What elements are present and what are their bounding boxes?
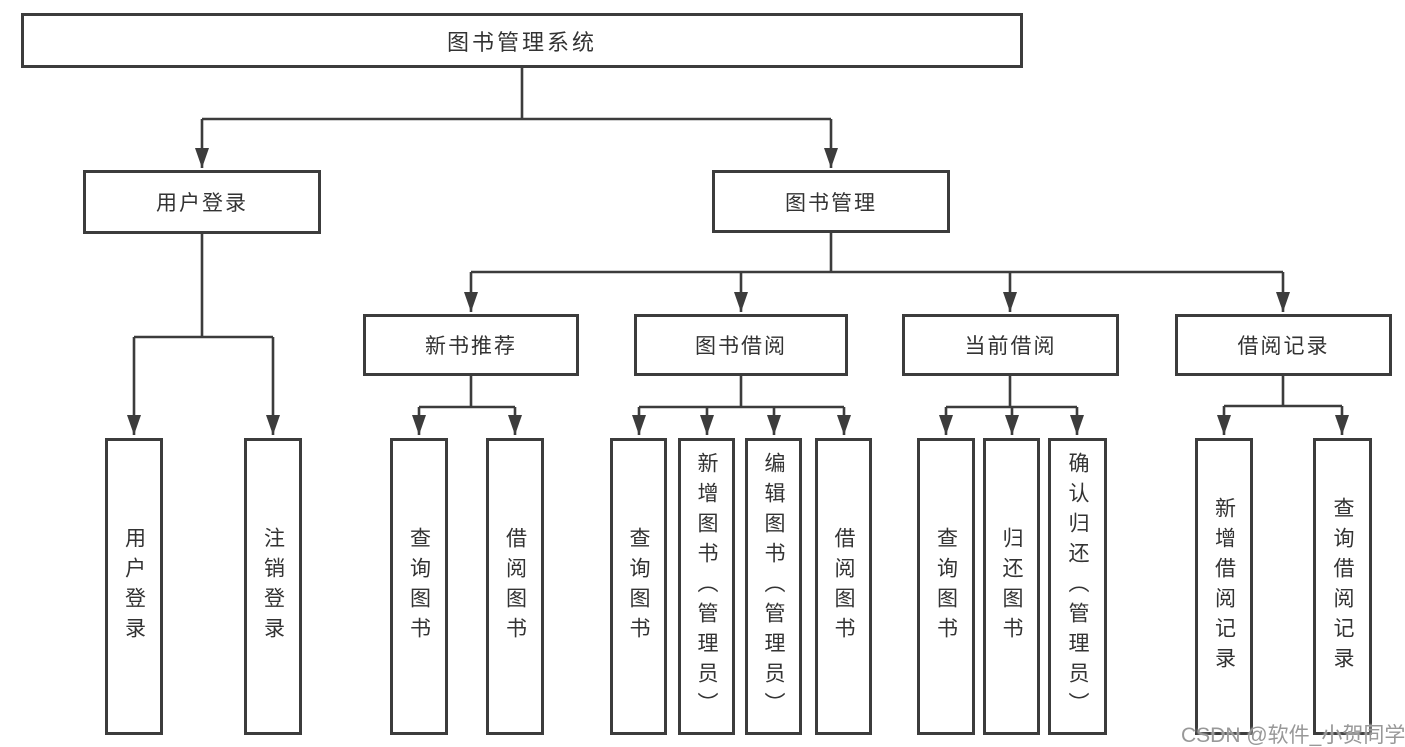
leaf-borrowing-query: 查询图书	[610, 438, 667, 735]
node-book-borrowing-label: 图书借阅	[695, 335, 787, 358]
leaf-newbooks-borrow-label: 借阅图书	[503, 526, 527, 647]
node-current-borrowing-label: 当前借阅	[964, 335, 1057, 358]
leaf-records-query-label: 查询借阅记录	[1331, 496, 1354, 677]
leaf-logout-label: 注销登录	[261, 526, 285, 647]
node-root: 图书管理系统	[21, 13, 1023, 68]
leaf-borrowing-add-admin: 新增图书（管理员）	[678, 438, 735, 735]
node-book-borrowing: 图书借阅	[634, 314, 848, 376]
leaf-current-confirm-admin-label: 确认归还（管理员）	[1066, 451, 1089, 722]
leaf-newbooks-borrow: 借阅图书	[486, 438, 544, 735]
leaf-current-return-label: 归还图书	[1000, 526, 1023, 647]
leaf-current-query: 查询图书	[917, 438, 975, 735]
node-new-book-recommend-label: 新书推荐	[425, 335, 517, 358]
node-borrowing-records-label: 借阅记录	[1237, 335, 1330, 358]
node-book-management-label: 图书管理	[785, 191, 877, 215]
node-user-login: 用户登录	[83, 170, 321, 234]
leaf-logout: 注销登录	[244, 438, 302, 735]
leaf-newbooks-query: 查询图书	[390, 438, 448, 735]
leaf-newbooks-query-label: 查询图书	[407, 526, 431, 647]
node-book-management: 图书管理	[712, 170, 950, 233]
node-root-label: 图书管理系统	[446, 29, 597, 55]
node-borrowing-records: 借阅记录	[1175, 314, 1392, 376]
leaf-current-confirm-admin: 确认归还（管理员）	[1048, 438, 1107, 735]
leaf-borrowing-add-admin-label: 新增图书（管理员）	[695, 451, 718, 722]
leaf-records-add-label: 新增借阅记录	[1212, 496, 1236, 677]
leaf-records-query: 查询借阅记录	[1313, 438, 1372, 735]
leaf-borrowing-borrow-label: 借阅图书	[832, 526, 855, 647]
node-new-book-recommend: 新书推荐	[363, 314, 579, 376]
leaf-user-login-label: 用户登录	[122, 526, 146, 647]
leaf-current-query-label: 查询图书	[934, 526, 958, 647]
leaf-borrowing-edit-admin-label: 编辑图书（管理员）	[762, 451, 785, 722]
node-current-borrowing: 当前借阅	[902, 314, 1119, 376]
leaf-borrowing-edit-admin: 编辑图书（管理员）	[745, 438, 802, 735]
leaf-current-return: 归还图书	[983, 438, 1040, 735]
node-user-login-label: 用户登录	[156, 192, 248, 215]
csdn-watermark: CSDN @软件_小贺同学	[1181, 724, 1405, 747]
leaf-records-add: 新增借阅记录	[1195, 438, 1253, 735]
leaf-user-login: 用户登录	[105, 438, 163, 735]
leaf-borrowing-query-label: 查询图书	[627, 526, 650, 647]
leaf-borrowing-borrow: 借阅图书	[815, 438, 872, 735]
